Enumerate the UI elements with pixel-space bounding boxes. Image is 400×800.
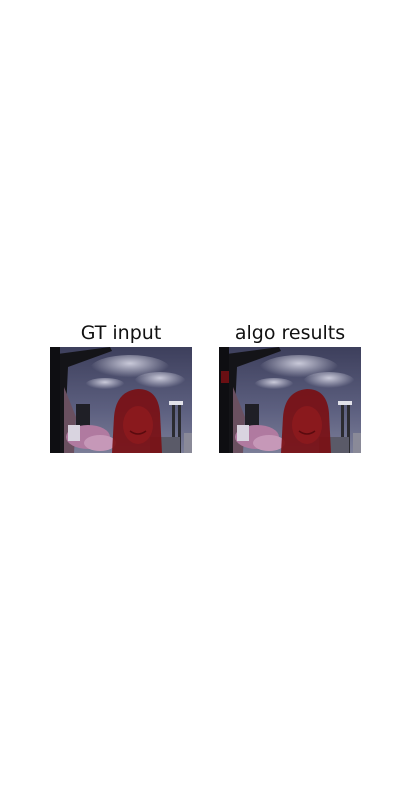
segmentation-photo	[219, 347, 361, 453]
segmentation-photo	[50, 347, 192, 453]
algo-results-image	[219, 347, 361, 453]
gt-input-image	[50, 347, 192, 453]
panel-title-algo-results: algo results	[234, 322, 346, 344]
panel-title-gt-input: GT input	[80, 322, 162, 344]
